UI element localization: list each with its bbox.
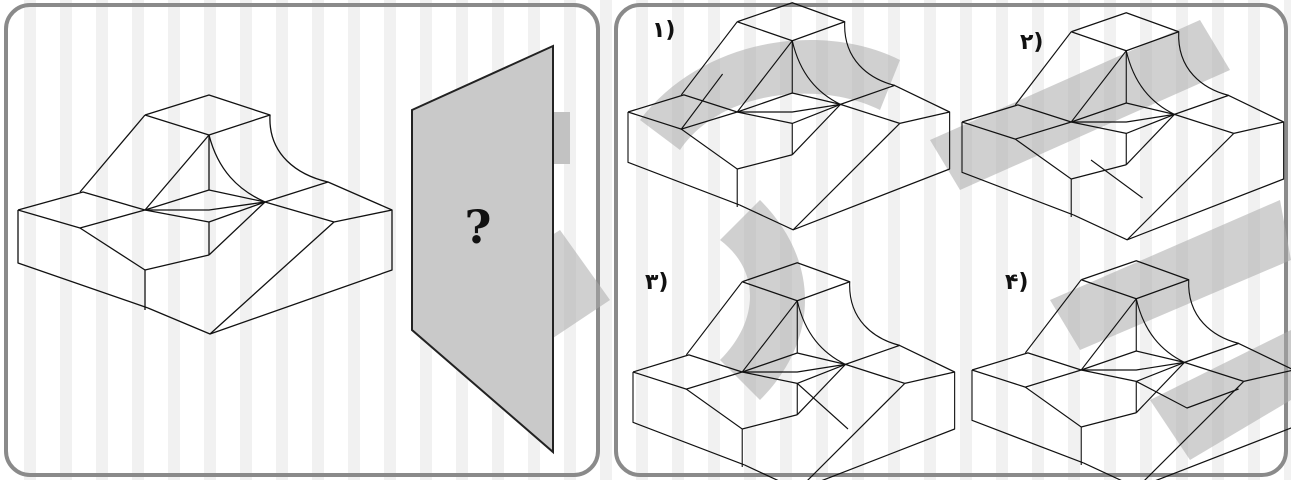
option-3-label: ۳): [645, 270, 669, 295]
option-1-label: ۱): [652, 18, 676, 43]
question-mark: ?: [465, 200, 492, 254]
projection-plane: [411, 44, 554, 455]
watermark: [450, 20, 1291, 460]
option-3-solid[interactable]: [632, 262, 956, 480]
option-4-label: ۴): [1005, 270, 1029, 295]
question-panel: [4, 3, 600, 477]
option-1-solid[interactable]: [627, 2, 951, 231]
option-2-label: ۲): [1020, 30, 1044, 55]
option-2-solid[interactable]: [961, 12, 1285, 241]
question-solid: [17, 94, 393, 335]
option-4-solid[interactable]: [971, 260, 1291, 480]
